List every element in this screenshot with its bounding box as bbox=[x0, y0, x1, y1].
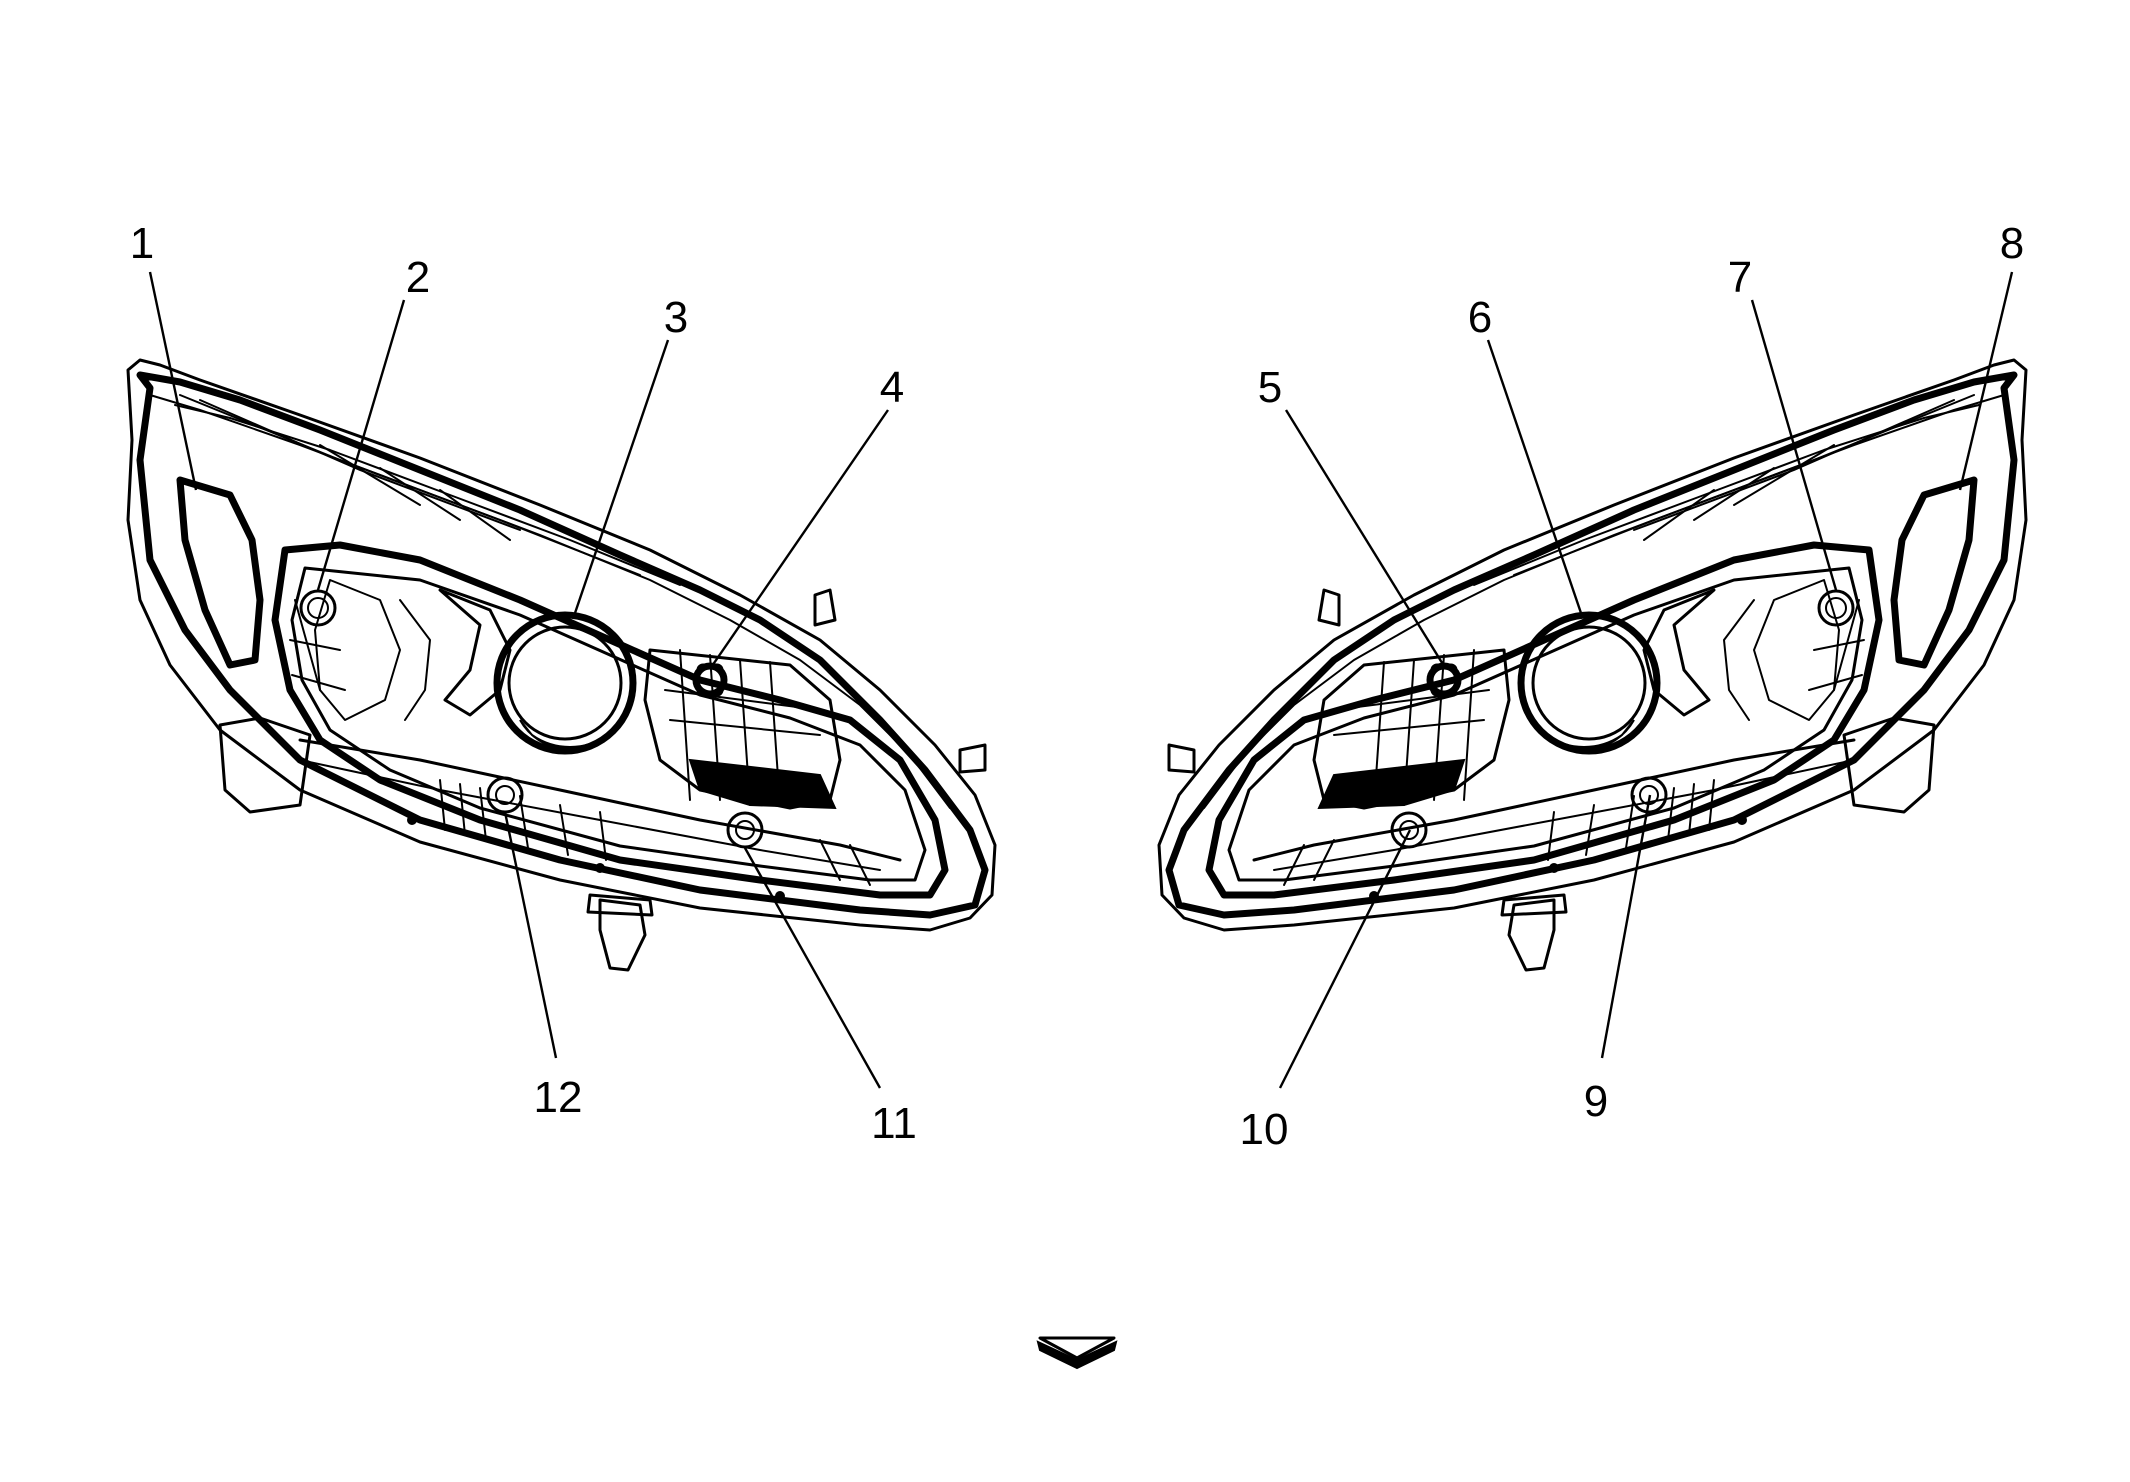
right-headlamp-assembly bbox=[1157, 358, 2028, 972]
leader-1 bbox=[148, 271, 198, 491]
callout-8: 8 bbox=[2000, 219, 2024, 268]
leader-8 bbox=[1958, 271, 2014, 491]
leader-6 bbox=[1486, 339, 1584, 617]
callout-7: 7 bbox=[1728, 253, 1752, 302]
left-headlamp-assembly bbox=[126, 358, 997, 972]
leader-3 bbox=[572, 339, 670, 617]
callout-1: 1 bbox=[130, 219, 154, 268]
leader-11 bbox=[743, 847, 882, 1089]
callout-3: 3 bbox=[664, 293, 688, 342]
callout-5: 5 bbox=[1258, 363, 1282, 412]
leader-4 bbox=[711, 409, 889, 667]
leader-9 bbox=[1600, 794, 1652, 1059]
callout-labels: 1 2 3 4 5 6 7 8 9 10 11 12 bbox=[130, 219, 2024, 1154]
leader-7 bbox=[1750, 299, 1838, 591]
leader-lines bbox=[148, 271, 2014, 1089]
callout-2: 2 bbox=[406, 253, 430, 302]
callout-10: 10 bbox=[1240, 1105, 1289, 1154]
leader-12 bbox=[503, 811, 558, 1059]
leader-10 bbox=[1278, 829, 1412, 1089]
callout-4: 4 bbox=[880, 363, 904, 412]
callout-6: 6 bbox=[1468, 293, 1492, 342]
leader-2 bbox=[316, 299, 406, 591]
callout-9: 9 bbox=[1584, 1077, 1608, 1126]
leader-5 bbox=[1284, 409, 1446, 667]
forward-direction-arrow-icon bbox=[1036, 1336, 1118, 1370]
callout-11: 11 bbox=[871, 1099, 917, 1148]
callout-12: 12 bbox=[534, 1073, 583, 1122]
